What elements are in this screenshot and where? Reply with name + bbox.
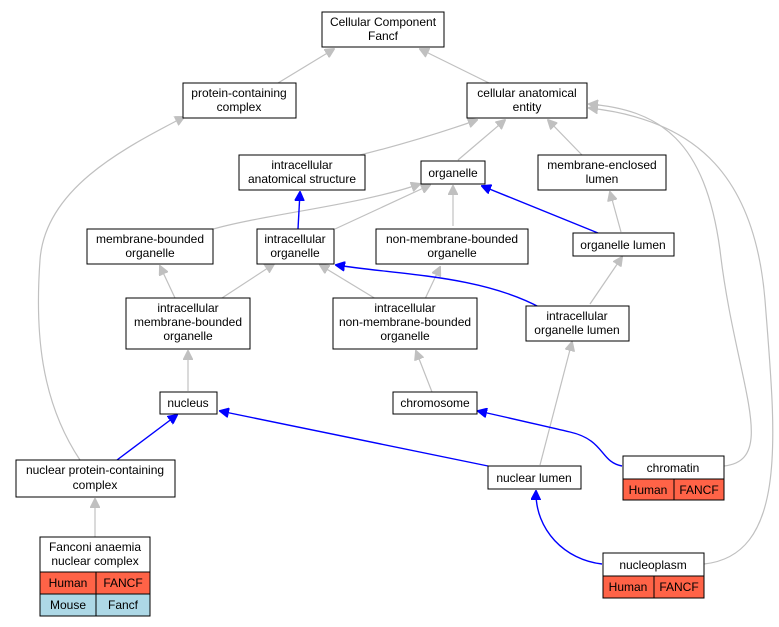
edge-mel-to-cae: [548, 120, 583, 156]
node-nuclear-lumen[interactable]: nuclear lumen: [487, 465, 582, 490]
node-intracellular-anatomical-structure[interactable]: intracellular anatomical structure: [238, 154, 366, 191]
node-chromosome[interactable]: chromosome: [392, 391, 478, 415]
gene-label: FANCF: [103, 576, 142, 590]
edge-chromatin-to-cae: [589, 104, 752, 467]
node-nuclear-protein-containing-complex[interactable]: nuclear protein-containing complex: [15, 459, 176, 498]
node-cellular-component-fancf[interactable]: Cellular Component Fancf: [321, 11, 445, 48]
gene-cell: [95, 593, 151, 617]
edge-npcc-to-nucleus: [116, 415, 177, 461]
node-label-line: membrane-bounded: [96, 232, 204, 246]
gene-label: FANCF: [679, 483, 718, 497]
node-organelle-lumen[interactable]: organelle lumen: [572, 232, 675, 257]
node-label-line: organelle: [427, 246, 477, 260]
node-label-line: cellular anatomical: [477, 86, 576, 100]
node-label-line: entity: [513, 100, 542, 114]
node-label-line: chromosome: [400, 396, 470, 410]
edge-chromosome-to-inmbo: [416, 351, 433, 393]
node-label-line: intracellular: [374, 301, 435, 315]
node-chromatin[interactable]: chromatin Human FANCF: [622, 455, 725, 501]
node-label-line: membrane-enclosed: [547, 158, 656, 172]
node-protein-containing-complex[interactable]: protein-containing complex: [182, 82, 297, 119]
edge-nl-to-iol: [539, 342, 572, 466]
edge-iol-to-io: [336, 265, 542, 309]
node-label-line: intracellular: [157, 301, 218, 315]
edge-nucleoplasm-to-nl: [536, 491, 603, 565]
node-label-line: organelle: [380, 329, 430, 343]
node-label-line: organelle: [428, 166, 478, 180]
edge-inmbo-to-io: [320, 265, 377, 300]
edge-chromatin-to-chromosome: [478, 411, 623, 467]
node-intracellular-non-membrane-bounded-organelle[interactable]: intracellular non-membrane-bounded organ…: [332, 297, 478, 350]
edge-ol-to-organelle: [482, 186, 599, 234]
gene-label: FANCF: [659, 580, 698, 594]
node-label-line: Fancf: [368, 29, 399, 43]
edge-protein-complex-to-root: [277, 49, 334, 84]
node-label-line: lumen: [586, 172, 619, 186]
node-label-line: intracellular: [264, 232, 325, 246]
species-label: Human: [629, 483, 668, 497]
node-label-line: complex: [73, 478, 118, 492]
edge-imbo-to-mbo: [160, 266, 176, 299]
node-nucleoplasm[interactable]: nucleoplasm Human FANCF: [602, 552, 705, 599]
edge-nucleoplasm-to-cae: [589, 108, 774, 565]
node-label-line: organelle lumen: [534, 323, 619, 337]
edge-ias-to-cae: [359, 120, 477, 156]
species-label: Mouse: [50, 598, 86, 612]
node-cellular-anatomical-entity[interactable]: cellular anatomical entity: [466, 82, 588, 119]
gene-cell: [653, 575, 705, 599]
node-intracellular-organelle-lumen[interactable]: intracellular organelle lumen: [525, 305, 630, 342]
edges: [37, 49, 774, 565]
node-label-line: organelle: [125, 246, 175, 260]
node-label-line: nuclear lumen: [496, 471, 571, 485]
node-label-line: nucleoplasm: [619, 558, 686, 572]
edge-cae-to-root: [420, 49, 490, 84]
node-label-line: intracellular: [546, 309, 607, 323]
edge-iol-to-ol: [589, 257, 622, 305]
node-label-line: organelle lumen: [580, 238, 665, 252]
node-label-line: anatomical structure: [248, 172, 356, 186]
edge-organelle-to-cae: [457, 120, 505, 161]
node-intracellular-organelle[interactable]: intracellular organelle: [256, 228, 335, 265]
species-label: Human: [609, 580, 648, 594]
gene-label: Fancf: [108, 598, 139, 612]
edge-nl-to-nucleus: [220, 411, 489, 467]
node-label-line: intracellular: [271, 158, 332, 172]
node-label-line: nuclear protein-containing: [26, 463, 164, 477]
node-label-line: nucleus: [167, 396, 208, 410]
node-label-line: membrane-bounded: [134, 315, 242, 329]
node-label-line: nuclear complex: [51, 554, 138, 568]
edge-inmbo-to-nmbo: [424, 267, 440, 300]
node-membrane-enclosed-lumen[interactable]: membrane-enclosed lumen: [537, 154, 667, 191]
gene-cell: [673, 478, 725, 501]
node-membrane-bounded-organelle[interactable]: membrane-bounded organelle: [86, 228, 214, 265]
node-label-line: Fanconi anaemia: [49, 540, 141, 554]
node-label-line: Cellular Component: [330, 15, 437, 29]
node-label-line: complex: [217, 100, 262, 114]
edge-io-to-ias: [298, 192, 300, 230]
node-label-line: organelle: [270, 246, 320, 260]
node-nucleus[interactable]: nucleus: [159, 391, 218, 415]
node-label-line: chromatin: [647, 461, 700, 475]
node-organelle[interactable]: organelle: [420, 160, 486, 185]
node-label-line: non-membrane-bounded: [339, 315, 471, 329]
edge-io-to-organelle: [334, 185, 430, 230]
node-label-line: non-membrane-bounded: [386, 232, 518, 246]
species-label: Human: [49, 576, 88, 590]
edge-mbo-to-organelle: [209, 184, 420, 231]
node-label-line: protein-containing: [191, 86, 286, 100]
node-fanconi-anaemia-nuclear-complex[interactable]: Fanconi anaemia nuclear complex Human FA…: [39, 536, 151, 617]
edge-imbo-to-io: [221, 264, 274, 299]
node-non-membrane-bounded-organelle[interactable]: non-membrane-bounded organelle: [375, 228, 529, 265]
edge-npcc-to-pcc: [37, 117, 184, 461]
node-intracellular-membrane-bounded-organelle[interactable]: intracellular membrane-bounded organelle: [125, 297, 251, 350]
edge-ol-to-mel: [610, 192, 622, 233]
node-label-line: organelle: [163, 329, 213, 343]
